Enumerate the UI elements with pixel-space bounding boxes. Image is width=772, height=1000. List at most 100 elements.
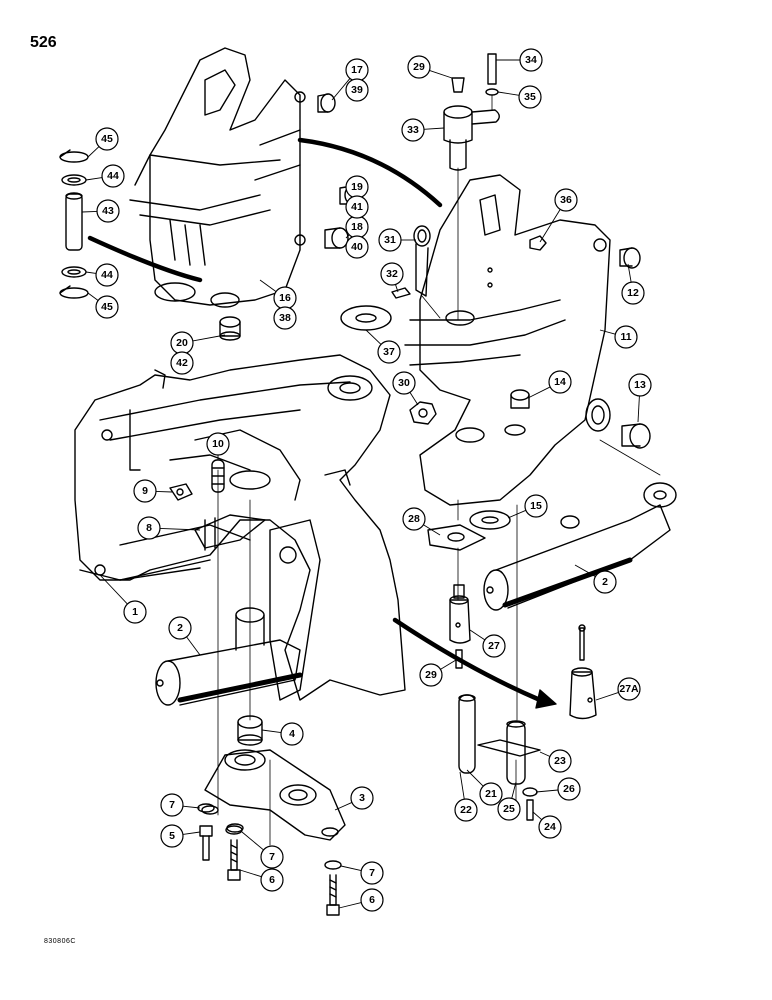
callout-number: 20	[176, 337, 188, 349]
cotter-32	[391, 287, 411, 299]
callout-circle	[557, 777, 581, 801]
callout-number-secondary: 38	[279, 312, 291, 324]
callout-leader-line	[182, 805, 201, 809]
washer-26	[522, 787, 538, 797]
callout-circle	[360, 861, 384, 885]
callout-2: 2	[574, 564, 617, 594]
plate-8	[194, 514, 266, 551]
assembly-arrow-upper	[297, 137, 443, 208]
callout-leader-line	[87, 292, 99, 301]
nut-36	[529, 235, 547, 251]
callout-number: 24	[544, 821, 556, 833]
callout-number: 6	[269, 874, 275, 886]
callout-leader-line	[507, 509, 527, 519]
callout-circle	[554, 188, 578, 212]
callout-circle	[378, 228, 402, 252]
washer-7-right	[324, 860, 342, 870]
callout-circle	[548, 749, 572, 773]
callout-number: 45	[101, 301, 113, 313]
callout-leader-line	[182, 831, 201, 835]
callout-leader-line	[539, 751, 551, 757]
swing-tower-left	[129, 47, 306, 308]
callout-leader-line	[466, 769, 484, 787]
callout-circle	[260, 868, 284, 892]
callout-leader-line	[99, 574, 128, 605]
callout-leader-line	[365, 329, 382, 345]
drawing-code: 830806C	[44, 938, 76, 945]
callout-circle	[401, 118, 425, 142]
callout-circle-secondary	[345, 78, 369, 102]
bushing-13	[621, 423, 651, 449]
callout-circle	[380, 262, 404, 286]
callout-number: 43	[102, 205, 114, 217]
cylinder-2-right	[483, 482, 677, 611]
callout-7: 7	[160, 793, 201, 817]
pin-31	[413, 225, 431, 297]
callout-circle	[95, 263, 119, 287]
callout-circle	[419, 663, 443, 687]
assembly-arrow-head	[535, 689, 557, 709]
callout-12: 12	[621, 263, 645, 305]
callout-number: 18	[351, 221, 363, 233]
callout-number: 9	[142, 485, 148, 497]
callout-leader-line	[637, 395, 640, 423]
callout-number: 29	[413, 61, 425, 73]
callout-leader-line	[595, 692, 619, 701]
callout-28: 28	[402, 507, 441, 536]
callout-number: 16	[279, 292, 291, 304]
callout-leader-line	[261, 729, 282, 733]
callout-circle-secondary	[345, 195, 369, 219]
callout-number: 27A	[619, 683, 639, 695]
callout-leader-line	[527, 386, 551, 399]
washer-7-left	[197, 803, 215, 813]
callout-6: 6	[239, 868, 284, 892]
callout-number-secondary: 40	[351, 241, 363, 253]
callout-44: 44	[85, 164, 125, 188]
callout-24: 24	[532, 811, 562, 839]
callout-number: 32	[386, 268, 398, 280]
pin-33-assembly	[443, 53, 500, 171]
callout-leader-line	[423, 524, 441, 536]
callout-2: 2	[168, 616, 201, 656]
callout-number: 8	[146, 522, 152, 534]
callout-leader-line	[409, 392, 419, 406]
bushing-14	[510, 389, 530, 409]
callout-9: 9	[133, 479, 173, 503]
callout-number: 45	[101, 133, 113, 145]
callout-leader-line	[459, 771, 465, 800]
callout-leader-line	[469, 629, 486, 641]
callout-number: 4	[289, 728, 295, 740]
callout-leader-line	[155, 490, 173, 493]
plate-28	[427, 524, 486, 551]
callout-leader-line	[429, 70, 453, 79]
callout-circle	[497, 797, 521, 821]
callout-circle	[137, 516, 161, 540]
bushing-4	[237, 715, 263, 746]
callout-number: 31	[384, 234, 396, 246]
callout-circle	[454, 798, 478, 822]
callout-29: 29	[419, 659, 457, 687]
callout-number: 25	[503, 803, 515, 815]
callout-number: 33	[407, 124, 419, 136]
callout-circle	[260, 845, 284, 869]
bolt-6-right	[326, 874, 340, 916]
callout-number: 44	[101, 269, 113, 281]
bolt-6-left	[227, 839, 241, 881]
washer-37	[340, 305, 392, 331]
callout-3: 3	[334, 786, 374, 811]
callout-43: 43	[81, 199, 120, 223]
callout-23: 23	[539, 749, 572, 773]
callout-leader-line	[331, 78, 351, 101]
swing-tower-right	[404, 174, 611, 506]
pin-27	[449, 584, 471, 644]
callout-45: 45	[87, 292, 119, 319]
plate-23	[477, 739, 541, 757]
callout-7: 7	[340, 861, 384, 885]
assembly-arrow-lower	[392, 617, 543, 703]
callout-circle	[628, 373, 652, 397]
callout-25: 25	[497, 781, 521, 821]
callout-circle	[593, 570, 617, 594]
callout-number: 13	[634, 379, 646, 391]
